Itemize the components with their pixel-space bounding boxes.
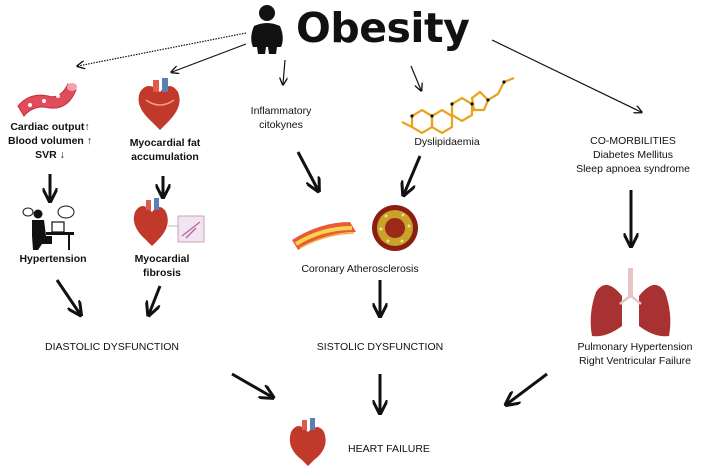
heart-icon — [138, 78, 180, 130]
node-dyslipidaemia: Dyslipidaemia — [414, 136, 480, 148]
node-myocardial-fibrosis: Myocardial fibrosis — [112, 252, 212, 280]
fibrotic-heart-icon — [133, 198, 205, 246]
artery-plaque-icon — [292, 222, 356, 250]
arrow-obesity-to-inflammatory — [283, 59, 285, 84]
inflammatory-line-1: Inflammatory — [250, 105, 312, 117]
comorbidities-line-3: Sleep apnoea syndrome — [576, 163, 690, 175]
arrow-pulmonary-to-heart-failure — [507, 372, 548, 404]
arrows-main — [50, 151, 631, 412]
person-icon — [251, 5, 283, 54]
node-coronary: Coronary Atherosclerosis — [301, 263, 419, 275]
artery-cross-section-icon — [372, 205, 418, 251]
arrow-inflammatory-to-coronary — [296, 151, 318, 190]
node-pulmonary: Pulmonary Hypertension Right Ventricular… — [562, 340, 708, 368]
node-inflammatory: Inflammatory citokynes — [236, 104, 326, 132]
myocardial-fat-line-2: accumulation — [131, 151, 199, 163]
heart-failure-icon — [289, 418, 326, 466]
doctor-desk-icon — [22, 205, 75, 250]
cardiac-line-3: SVR ↓ — [35, 149, 65, 161]
node-hypertension: Hypertension — [19, 253, 87, 265]
arrow-obesity-to-dyslipidaemia — [410, 65, 421, 90]
arrow-diastolic-to-heart-failure — [231, 372, 272, 397]
pulmonary-line-1: Pulmonary Hypertension — [577, 341, 693, 353]
arrow-obesity-to-cardiac — [78, 32, 247, 66]
comorbidities-line-2: Diabetes Mellitus — [593, 149, 673, 161]
node-heart-failure: HEART FAILURE — [348, 443, 430, 455]
comorbidities-line-1: CO-MORBILITIES — [590, 135, 676, 147]
fibrosis-line-2: fibrosis — [143, 267, 181, 279]
arrow-dyslipidaemia-to-coronary — [404, 155, 422, 194]
cardiac-line-2: Blood volumen ↑ — [8, 135, 92, 147]
node-myocardial-fat: Myocardial fat accumulation — [115, 136, 215, 164]
arrow-obesity-to-myocardial-fat — [172, 43, 247, 72]
inflammatory-line-2: citokynes — [259, 119, 303, 131]
title-obesity: Obesity — [296, 4, 470, 52]
arrow-hypertension-to-diastolic — [55, 279, 80, 314]
pulmonary-line-2: Right Ventricular Failure — [578, 355, 692, 367]
fibrosis-line-1: Myocardial — [134, 253, 190, 265]
node-sistolic: SISTOLIC DYSFUNCTION — [316, 341, 444, 353]
molecule-icon — [401, 76, 515, 135]
blood-vessel-icon — [17, 83, 77, 117]
node-diastolic: DIASTOLIC DYSFUNCTION — [45, 341, 179, 353]
arrow-fibrosis-to-diastolic — [149, 285, 162, 314]
node-comorbidities: CO-MORBILITIES Diabetes Mellitus Sleep a… — [568, 134, 698, 176]
cardiac-line-1: Cardiac output↑ — [10, 121, 90, 133]
node-cardiac: Cardiac output↑ Blood volumen ↑ SVR ↓ — [0, 120, 100, 162]
lungs-icon — [590, 268, 671, 337]
arrows-from-obesity — [78, 32, 641, 112]
arrow-obesity-to-comorbidities — [491, 39, 641, 112]
myocardial-fat-line-1: Myocardial fat — [129, 137, 201, 149]
